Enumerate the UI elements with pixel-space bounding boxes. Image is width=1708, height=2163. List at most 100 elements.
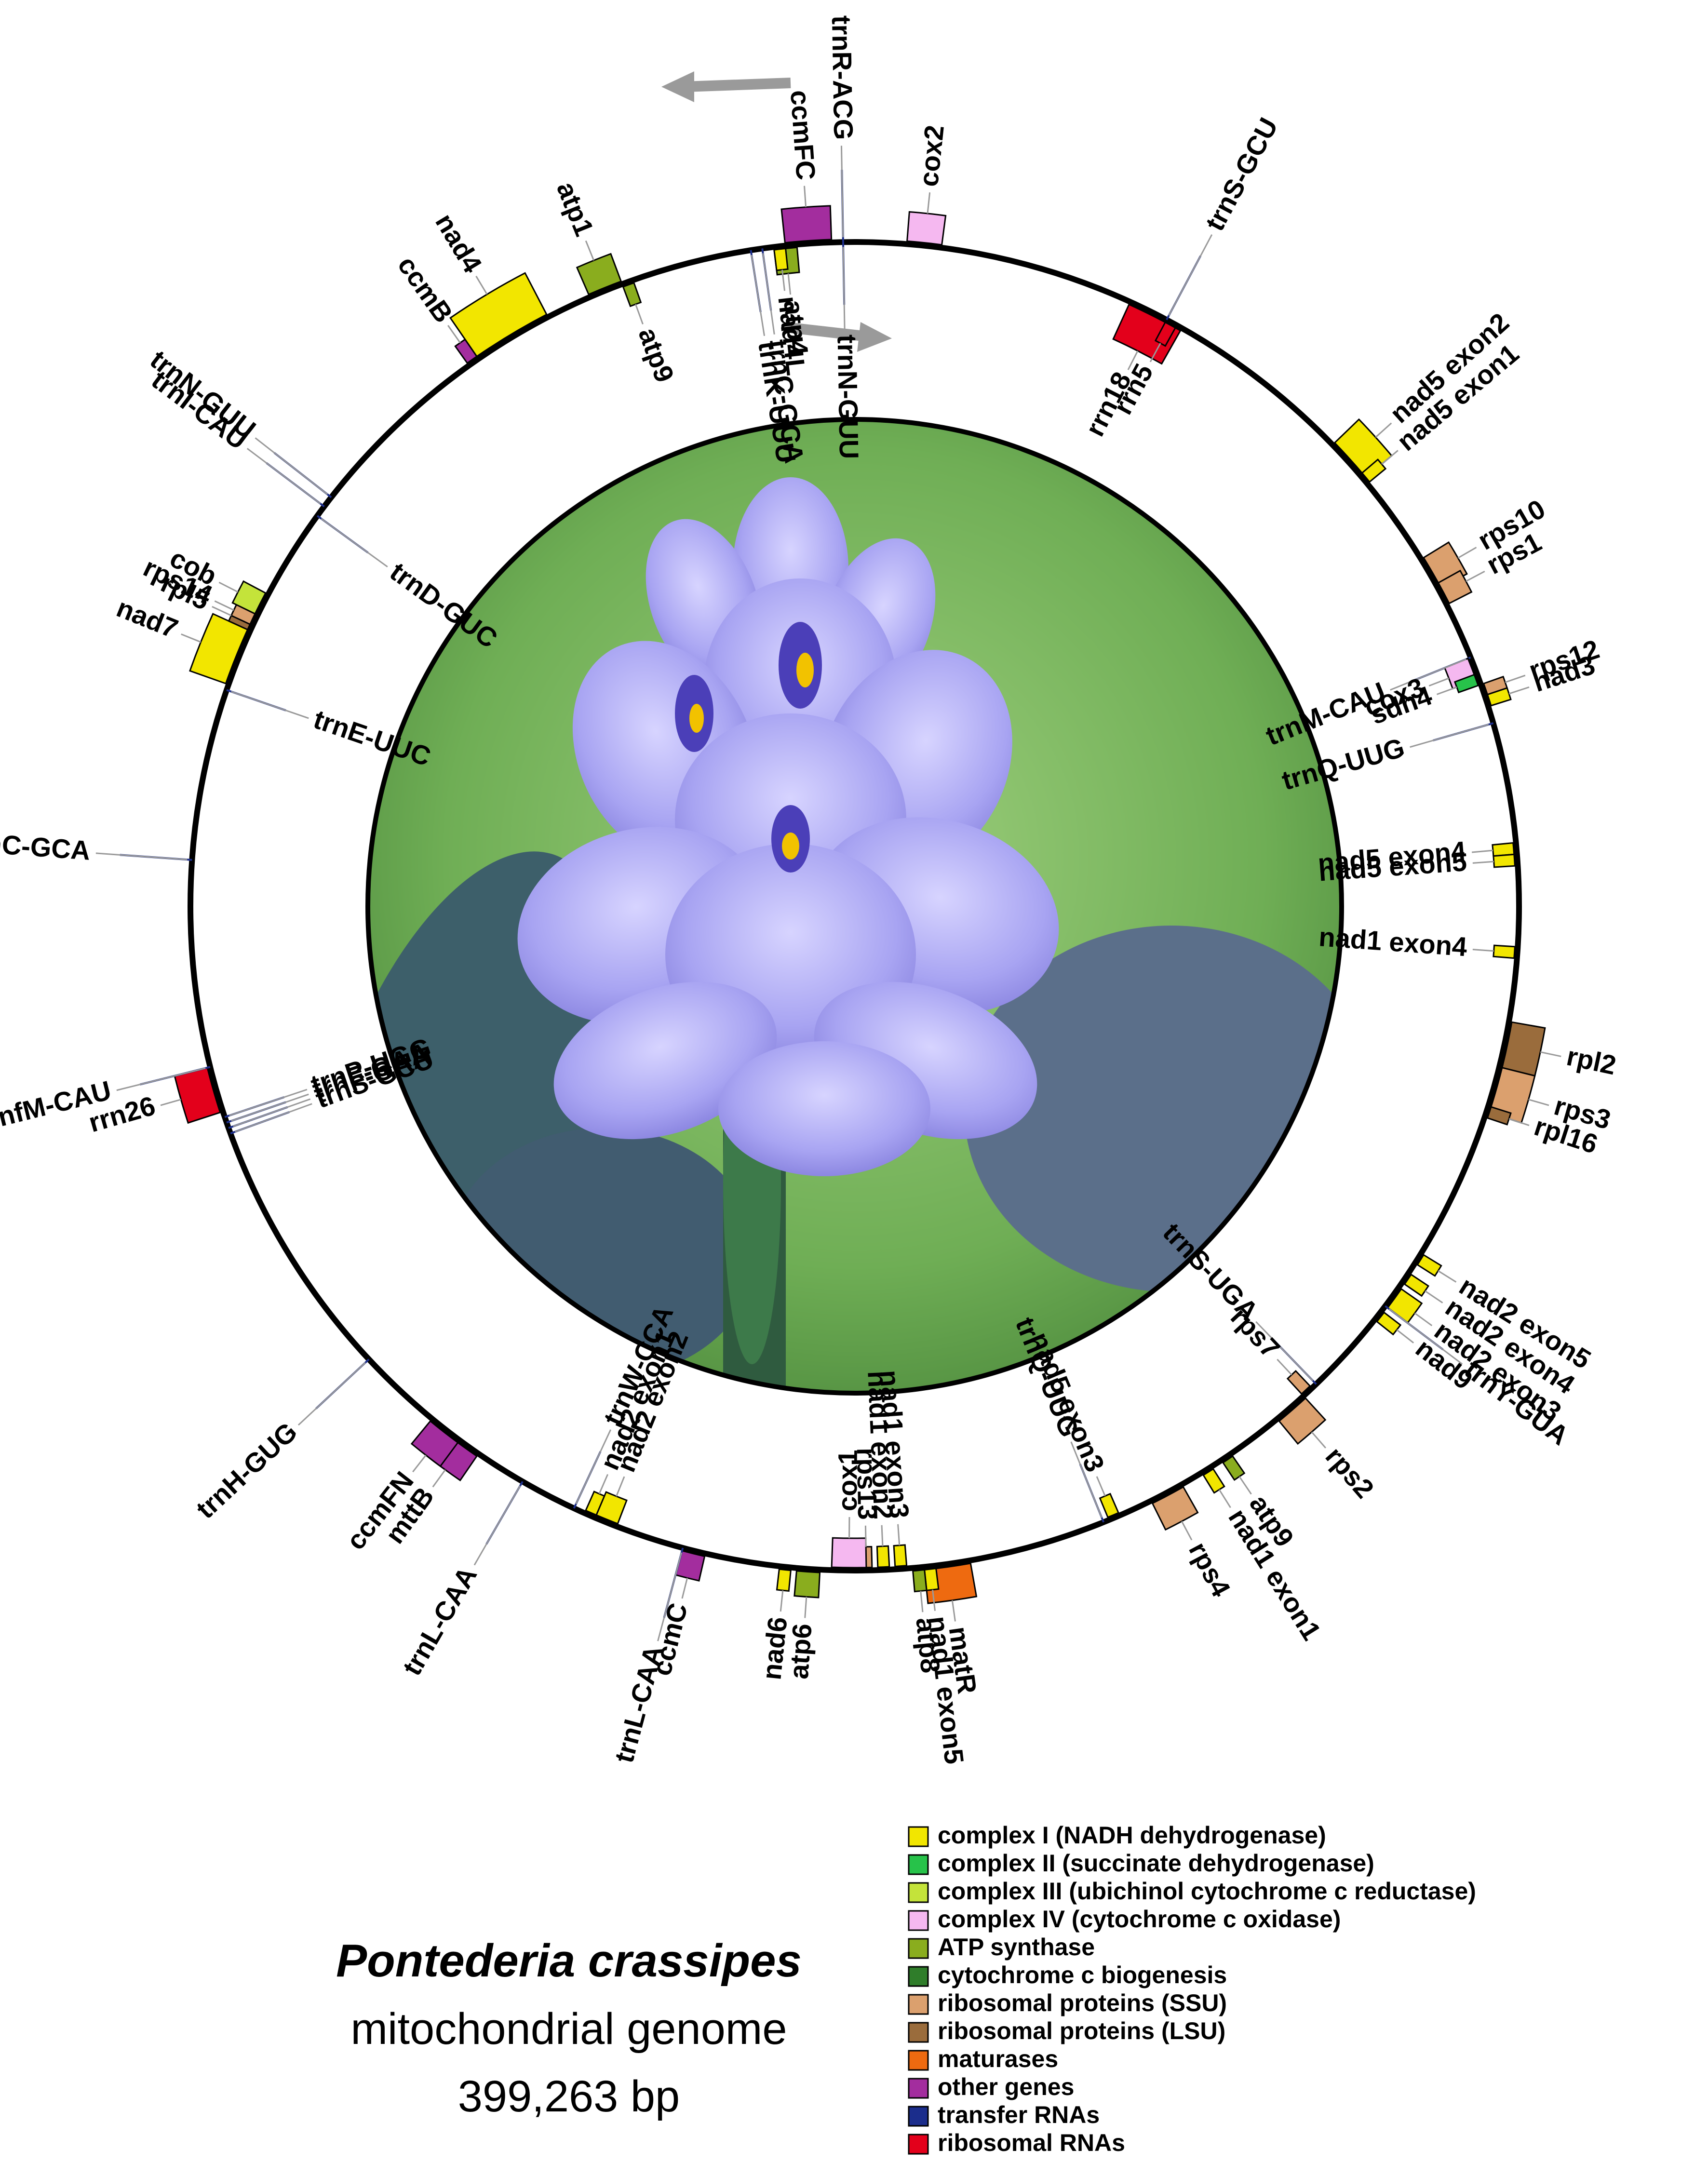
legend-label-ribosomal-proteins-ssu: ribosomal proteins (SSU) <box>938 1989 1227 2016</box>
gene-nad1-exon1 <box>1202 1468 1225 1494</box>
leader-line <box>447 325 461 343</box>
leader-line <box>932 1589 936 1611</box>
gene-cox1 <box>831 1537 867 1569</box>
gene-rpl16 <box>1486 1106 1512 1126</box>
gene-nad7 <box>189 613 249 685</box>
gene-label-trnc-gca: trnC-GCA <box>0 827 91 866</box>
leader-line <box>214 600 234 611</box>
legend-swatch-ribosomal-proteins-lsu <box>908 2022 929 2043</box>
leader-line <box>681 1577 688 1599</box>
gene-nad1-exon4 <box>1493 944 1516 959</box>
gene-label-ccmb: ccmB <box>392 250 459 328</box>
leader-line <box>598 1474 608 1494</box>
legend-swatch-maturases <box>908 2050 929 2071</box>
gene-nad1-exon2 <box>876 1545 890 1568</box>
leader-line <box>95 852 188 860</box>
gene-nad3 <box>1486 687 1512 707</box>
legend-label-other-genes: other genes <box>938 2073 1074 2100</box>
leader-line <box>804 1597 807 1618</box>
gene-label-nad1-exon2: nad1 exon2 <box>862 1370 899 1520</box>
leader-line <box>1466 570 1485 582</box>
legend-label-transfer-rnas: transfer RNAs <box>938 2101 1100 2128</box>
strand-arrows <box>661 71 892 352</box>
gene-label-ccmfc: ccmFC <box>785 89 821 181</box>
gene-nad9 <box>1376 1311 1402 1336</box>
legend-swatch-complex-i-nadh-dehydrogenase <box>908 1826 929 1847</box>
leader-line <box>1218 1489 1231 1508</box>
leader-line <box>657 1552 683 1641</box>
clockwise-arrow <box>790 322 892 352</box>
counterclockwise-arrow <box>661 71 791 102</box>
gene-label-rps13: rps13 <box>851 1448 883 1520</box>
legend-swatch-complex-ii-succinate-dehydrogenase <box>908 1854 929 1875</box>
leader-line <box>781 269 786 291</box>
photo-frame <box>365 417 1344 1396</box>
gene-rps2 <box>1278 1397 1327 1445</box>
gene-cob <box>231 580 267 615</box>
gene-nad4l <box>773 247 789 271</box>
gene-rps4 <box>1151 1486 1199 1531</box>
gene-atp8 <box>912 1569 928 1593</box>
gene-label-nad6: nad6 <box>756 1615 793 1681</box>
gene-nad2-exon4 <box>1403 1273 1430 1297</box>
leader-line <box>842 247 846 329</box>
leader-line <box>787 273 792 295</box>
legend-swatch-atp-synthase <box>908 1938 929 1959</box>
leader-line <box>762 253 775 335</box>
leader-line <box>297 1362 366 1426</box>
gene-atp9 <box>622 282 642 308</box>
leader-line <box>116 1067 206 1091</box>
gene-label-atp9: atp9 <box>632 323 680 386</box>
leader-line <box>246 448 321 504</box>
leader-line <box>1375 422 1392 438</box>
gene-nad6 <box>776 1568 792 1592</box>
gene-nad5-exon1 <box>1361 458 1387 483</box>
legend-label-maturases: maturases <box>938 2045 1058 2072</box>
genome-title: Pontederia crassipes mitochondrial genom… <box>336 1935 802 2121</box>
genome-ring <box>188 239 1522 1573</box>
leader-line <box>616 1476 625 1497</box>
gene-rps1 <box>1437 569 1473 605</box>
leader-line <box>229 1088 308 1116</box>
leader-line <box>751 255 766 336</box>
gene-nad1-exon3 <box>893 1544 908 1568</box>
leader-line <box>1149 343 1161 363</box>
leader-line <box>1414 1312 1433 1327</box>
genome-size: 399,263 bp <box>458 2072 680 2121</box>
legend-swatch-cytochrome-c-biogenesis <box>908 1966 929 1987</box>
leader-line <box>1396 1329 1414 1343</box>
genome-type: mitochondrial genome <box>350 2004 787 2054</box>
legend-swatch-transfer-rnas <box>908 2106 929 2127</box>
leader-line <box>1181 1521 1193 1541</box>
leader-line <box>1168 234 1213 316</box>
gene-sdh4 <box>1453 673 1479 694</box>
gene-label-cox2: cox2 <box>913 123 950 188</box>
leader-line <box>1096 1476 1106 1496</box>
leader-line <box>1238 1476 1252 1495</box>
gene-label-trnh-gug: trnH-GUG <box>190 1416 303 1524</box>
gene-rps7 <box>1286 1370 1311 1395</box>
leader-line <box>473 1485 521 1566</box>
leader-line <box>585 240 595 261</box>
leader-line <box>181 633 202 643</box>
species-name: Pontederia crassipes <box>336 1935 802 1987</box>
leader-line <box>1438 1270 1457 1283</box>
leader-line <box>218 581 239 593</box>
leader-line <box>881 1525 884 1546</box>
leader-line <box>951 1600 956 1622</box>
leader-line <box>1457 547 1477 559</box>
leader-line <box>1508 1118 1530 1126</box>
leader-line <box>1471 849 1493 853</box>
legend-swatch-ribosomal-rnas <box>908 2134 929 2155</box>
leader-line <box>575 1429 612 1505</box>
gene-label-cox1: cox1 <box>832 1450 863 1511</box>
leader-line <box>780 1590 784 1612</box>
gene-nad2-exon5 <box>1416 1254 1442 1277</box>
leader-line <box>212 605 232 617</box>
leader-line <box>234 1103 312 1133</box>
legend-label-ribosomal-proteins-lsu: ribosomal proteins (LSU) <box>938 2017 1225 2044</box>
legend-label-complex-iii-ubichinol-cytochrome-c-reductase: complex III (ubichinol cytochrome c redu… <box>938 1878 1476 1905</box>
gene-label-rpl2: rpl2 <box>1564 1041 1619 1081</box>
legend-label-complex-i-nadh-dehydrogenase: complex I (NADH dehydrogenase) <box>938 1822 1326 1849</box>
gene-label-atp1: atp1 <box>551 177 600 240</box>
